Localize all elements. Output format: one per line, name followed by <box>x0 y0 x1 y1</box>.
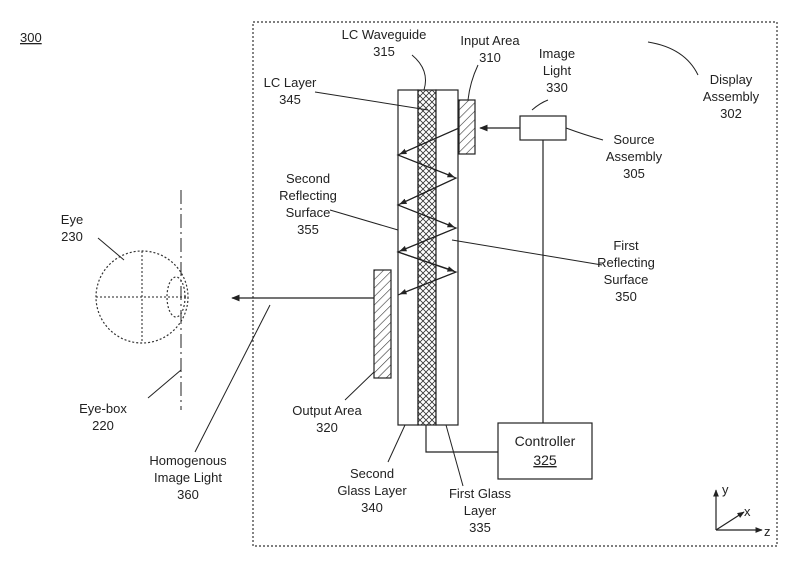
lc-waveguide-label: LC Waveguide <box>342 27 427 42</box>
zigzag-arrow-2 <box>397 154 455 178</box>
source-assembly-leader <box>565 127 604 141</box>
source-assembly-box <box>519 115 567 141</box>
second-glass-leader <box>387 424 406 463</box>
zigzag-arrow-6 <box>397 251 455 272</box>
image-light-label-1: Image <box>539 46 575 61</box>
input-area-label: Input Area <box>460 33 520 48</box>
eye-leader <box>97 237 125 261</box>
image-light-leader <box>531 99 549 111</box>
eye-box-leader <box>147 369 182 399</box>
first-glass-label-1: First Glass <box>449 486 512 501</box>
lc-waveguide-leader <box>411 54 426 91</box>
z-axis-label: z <box>764 524 771 539</box>
first-reflecting-leader <box>451 239 603 266</box>
display-assembly-label-2: Assembly <box>703 89 760 104</box>
display-assembly-boundary <box>252 21 778 547</box>
first-glass-layer <box>435 89 459 426</box>
first-glass-label-2: Layer <box>464 503 497 518</box>
first-reflecting-number: 350 <box>615 289 637 304</box>
display-assembly-label-1: Display <box>710 72 753 87</box>
source-assembly-label-1: Source <box>613 132 654 147</box>
display-assembly-leader <box>647 41 699 76</box>
homogenous-label-2: Image Light <box>154 470 222 485</box>
eye-box-number: 220 <box>92 418 114 433</box>
second-reflecting-label-2: Reflecting <box>279 188 337 203</box>
output-area-label: Output Area <box>292 403 362 418</box>
zigzag-arrow-4 <box>397 204 455 228</box>
controller-box <box>497 422 593 480</box>
homogenous-light-leader <box>194 304 271 453</box>
eye-label: Eye <box>61 212 83 227</box>
first-glass-number: 335 <box>469 520 491 535</box>
zigzag-arrow-1 <box>399 127 460 155</box>
source-assembly-label-2: Assembly <box>606 149 663 164</box>
controller-label: Controller <box>515 433 576 449</box>
second-glass-label-2: Glass Layer <box>337 483 407 498</box>
image-light-number: 330 <box>546 80 568 95</box>
lc-waveguide-number: 315 <box>373 44 395 59</box>
input-area-leader <box>467 64 479 101</box>
eye-box-label: Eye-box <box>79 401 127 416</box>
output-area-leader <box>344 371 375 401</box>
second-reflecting-label-3: Surface <box>286 205 331 220</box>
x-axis-label: x <box>744 504 751 519</box>
second-glass-label-1: Second <box>350 466 394 481</box>
zigzag-arrow-3 <box>399 177 457 205</box>
display-assembly-number: 302 <box>720 106 742 121</box>
eye-number: 230 <box>61 229 83 244</box>
source-assembly-number: 305 <box>623 166 645 181</box>
x-axis <box>715 511 745 531</box>
lc-layer-label: LC Layer <box>264 75 317 90</box>
homogenous-number: 360 <box>177 487 199 502</box>
second-reflecting-label-1: Second <box>286 171 330 186</box>
first-glass-leader <box>445 424 464 487</box>
output-area-number: 320 <box>316 420 338 435</box>
image-light-label-2: Light <box>543 63 572 78</box>
y-axis-label: y <box>722 482 729 497</box>
controller-number: 325 <box>533 452 557 468</box>
input-area-number: 310 <box>479 50 501 65</box>
eye-lens <box>166 276 186 318</box>
first-reflecting-label-2: Reflecting <box>597 255 655 270</box>
second-glass-number: 340 <box>361 500 383 515</box>
second-reflecting-leader <box>329 209 399 231</box>
lc-layer-leader <box>314 91 429 111</box>
zigzag-arrow-5 <box>399 227 457 252</box>
controller-waveguide-link <box>425 425 498 453</box>
input-area <box>458 99 476 155</box>
homogenous-label-1: Homogenous <box>149 453 227 468</box>
first-reflecting-label-3: Surface <box>604 272 649 287</box>
lc-layer-number: 345 <box>279 92 301 107</box>
zigzag-arrow-7 <box>399 271 457 295</box>
output-area <box>373 269 392 379</box>
first-reflecting-label-1: First <box>613 238 639 253</box>
second-reflecting-number: 355 <box>297 222 319 237</box>
lc-layer <box>417 89 437 426</box>
figure-number: 300 <box>20 30 42 45</box>
